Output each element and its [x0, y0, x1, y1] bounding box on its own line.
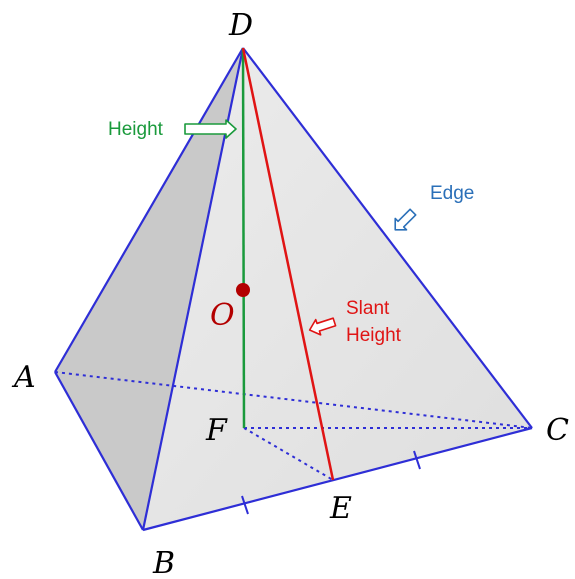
- point-label-o: O: [210, 298, 235, 333]
- point-label-f: F: [205, 413, 228, 448]
- height-annotation: Height: [108, 119, 164, 140]
- hidden-edge-ac: [54, 371, 533, 429]
- slant-height-line: [241, 47, 335, 481]
- slant-height-arrow-icon: [308, 317, 337, 336]
- edge-annotation: Edge: [430, 183, 474, 204]
- vertex-label-b: B: [152, 546, 175, 579]
- vertex-label-d: D: [228, 8, 253, 43]
- tick-mark-ec: [413, 450, 421, 470]
- hidden-line-fe: [243, 427, 334, 481]
- edge-da: [54, 47, 244, 373]
- edge-dc: [242, 47, 533, 429]
- slant-height-annotation-line1: Slant: [346, 298, 390, 319]
- face-front: [143, 48, 532, 530]
- face-left: [55, 48, 243, 530]
- center-point-o: [236, 283, 250, 297]
- edge-bc: [142, 426, 533, 532]
- vertex-label-c: C: [546, 413, 569, 448]
- vertex-label-a: A: [11, 360, 36, 395]
- slant-height-annotation-line2: Height: [346, 325, 402, 346]
- edge-ab: [54, 371, 144, 531]
- height-arrow-icon: [184, 119, 237, 139]
- height-line: [241, 47, 246, 429]
- point-label-e: E: [329, 491, 352, 526]
- edge-arrow-icon: [394, 208, 417, 231]
- tick-mark-be: [241, 495, 249, 515]
